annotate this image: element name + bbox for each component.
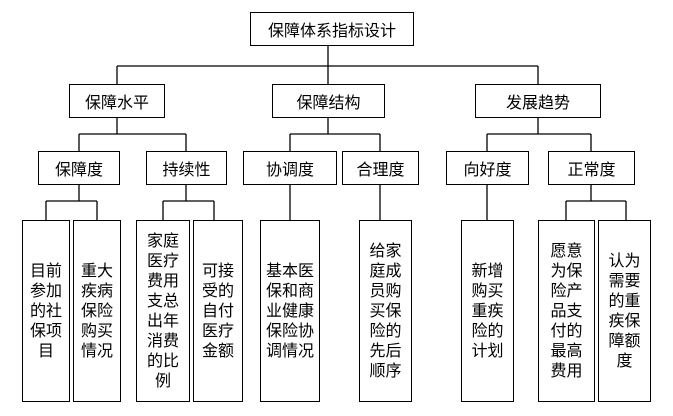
level1-node-保障结构: 保障结构 — [272, 84, 385, 118]
level2-node-持续性: 持续性 — [146, 151, 227, 185]
level2-node-向好度: 向好度 — [446, 151, 529, 185]
leaf-node-8: 愿意为保险产品支付的最高费用 — [538, 220, 595, 402]
level2-node-正常度: 正常度 — [548, 151, 635, 185]
leaf-node-1: 目前参加的社保项目 — [22, 220, 70, 402]
leaf-node-3: 家庭医疗费用支总出年消费的比例 — [136, 220, 190, 402]
level2-node-合理度: 合理度 — [342, 151, 419, 185]
leaf-node-5: 基本医保和商业健康保险协调情况 — [260, 220, 320, 402]
leaf-node-2: 重大疾病保险购买情况 — [73, 220, 121, 402]
leaf-node-4: 可接受的自付医疗金额 — [193, 220, 243, 402]
level2-node-协调度: 协调度 — [243, 151, 337, 185]
leaf-node-7: 新增购买重疾险的计划 — [461, 220, 514, 402]
level1-node-保障水平: 保障水平 — [69, 84, 165, 118]
leaf-node-9: 认为需要的重疾保障额度 — [598, 220, 651, 402]
level2-node-保障度: 保障度 — [38, 151, 120, 185]
root-node: 保障体系指标设计 — [250, 12, 414, 46]
level1-node-发展趋势: 发展趋势 — [475, 84, 601, 118]
leaf-node-6: 给家庭成员购买保险的先后顺序 — [359, 220, 412, 402]
